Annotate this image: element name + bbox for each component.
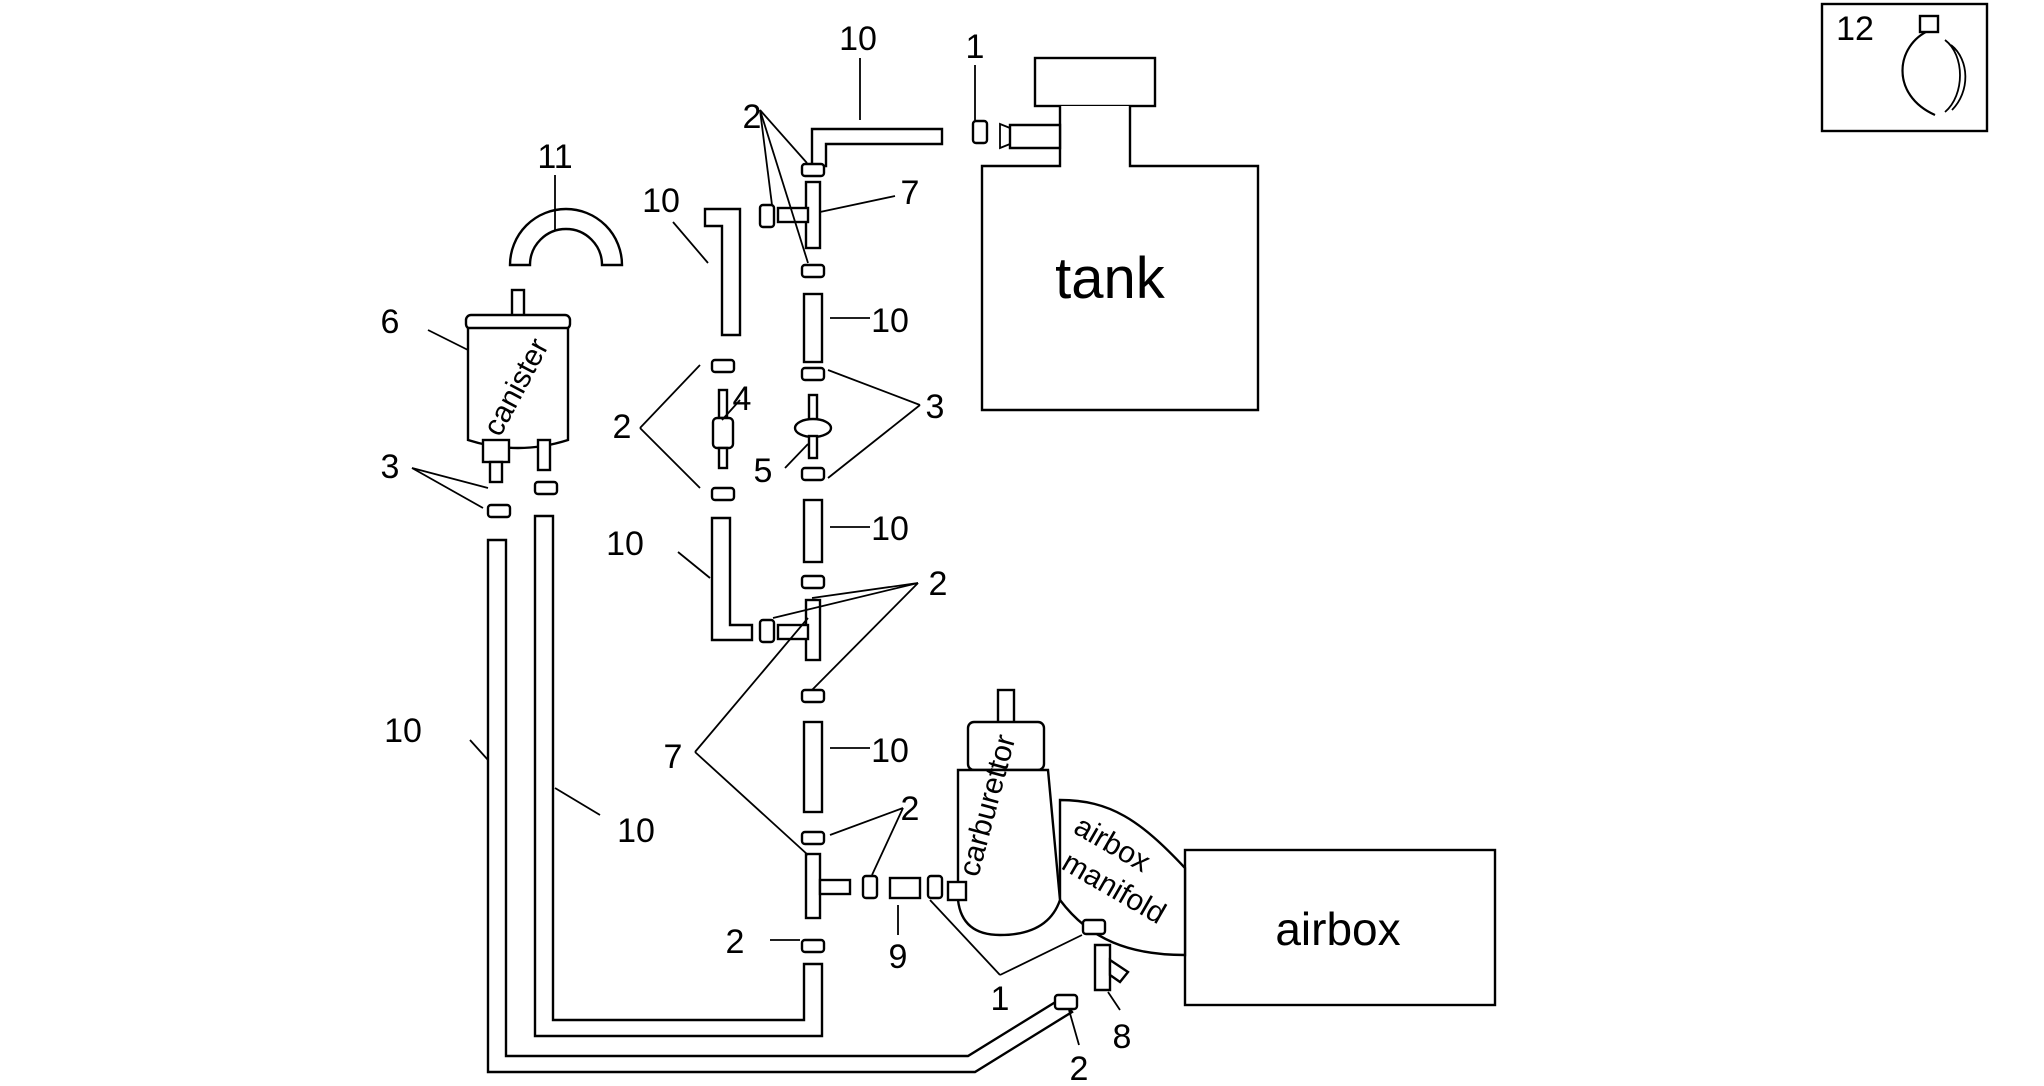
part-number-10-lower-left: 10 [617, 812, 655, 850]
part-number-3-canister: 3 [381, 448, 400, 486]
part-number-3-right: 3 [926, 388, 945, 426]
connectors [888, 876, 1130, 992]
part-number-8: 8 [1113, 1018, 1132, 1056]
part-number-5: 5 [754, 452, 773, 490]
part-number-1-top: 1 [966, 28, 985, 66]
part-number-9: 9 [889, 938, 908, 976]
part-number-10-far-left: 10 [384, 712, 422, 750]
part-number-2-bottom-left: 2 [726, 923, 745, 961]
leader-lines [411, 58, 1121, 1046]
fuel-tank: tank [980, 56, 1260, 412]
part-number-4: 4 [733, 380, 752, 418]
airbox-label: airbox [1275, 903, 1400, 955]
clip-11 [508, 207, 624, 267]
part-number-7-top: 7 [901, 174, 920, 212]
part-12-inset: 12 [1820, 2, 1989, 133]
part-number-11: 11 [537, 138, 572, 176]
part-number-2-left: 2 [613, 408, 632, 446]
part-number-10-center-3: 10 [871, 732, 909, 770]
t-fittings [776, 180, 852, 920]
part-number-2-middle: 2 [929, 565, 948, 603]
part-number-10-middle-left: 10 [606, 525, 644, 563]
part-number-10-center-2: 10 [871, 510, 909, 548]
part-number-10-center-1: 10 [871, 302, 909, 340]
carburettor: carburettor [946, 688, 1062, 937]
part-number-10-upper-left: 10 [642, 182, 680, 220]
part-number-10-top: 10 [839, 20, 877, 58]
airbox-manifold: airbox manifold [1057, 798, 1187, 957]
valves [711, 388, 833, 470]
tank-label: tank [1055, 246, 1166, 311]
part-number-1-bottom: 1 [991, 980, 1010, 1018]
clamps [486, 119, 1107, 1011]
canister: canister [464, 288, 572, 484]
part-number-2-lower: 2 [901, 790, 920, 828]
part-number-2-top: 2 [743, 98, 762, 136]
part-number-12: 12 [1836, 10, 1874, 48]
part-number-6: 6 [381, 303, 400, 341]
part-numbers: 1 10 2 7 10 11 6 10 2 4 5 3 3 10 10 2 10… [381, 20, 1132, 1086]
part-number-2-bottom: 2 [1070, 1050, 1089, 1086]
part-number-7-bottom: 7 [664, 738, 683, 776]
airbox: airbox [1183, 848, 1497, 1007]
